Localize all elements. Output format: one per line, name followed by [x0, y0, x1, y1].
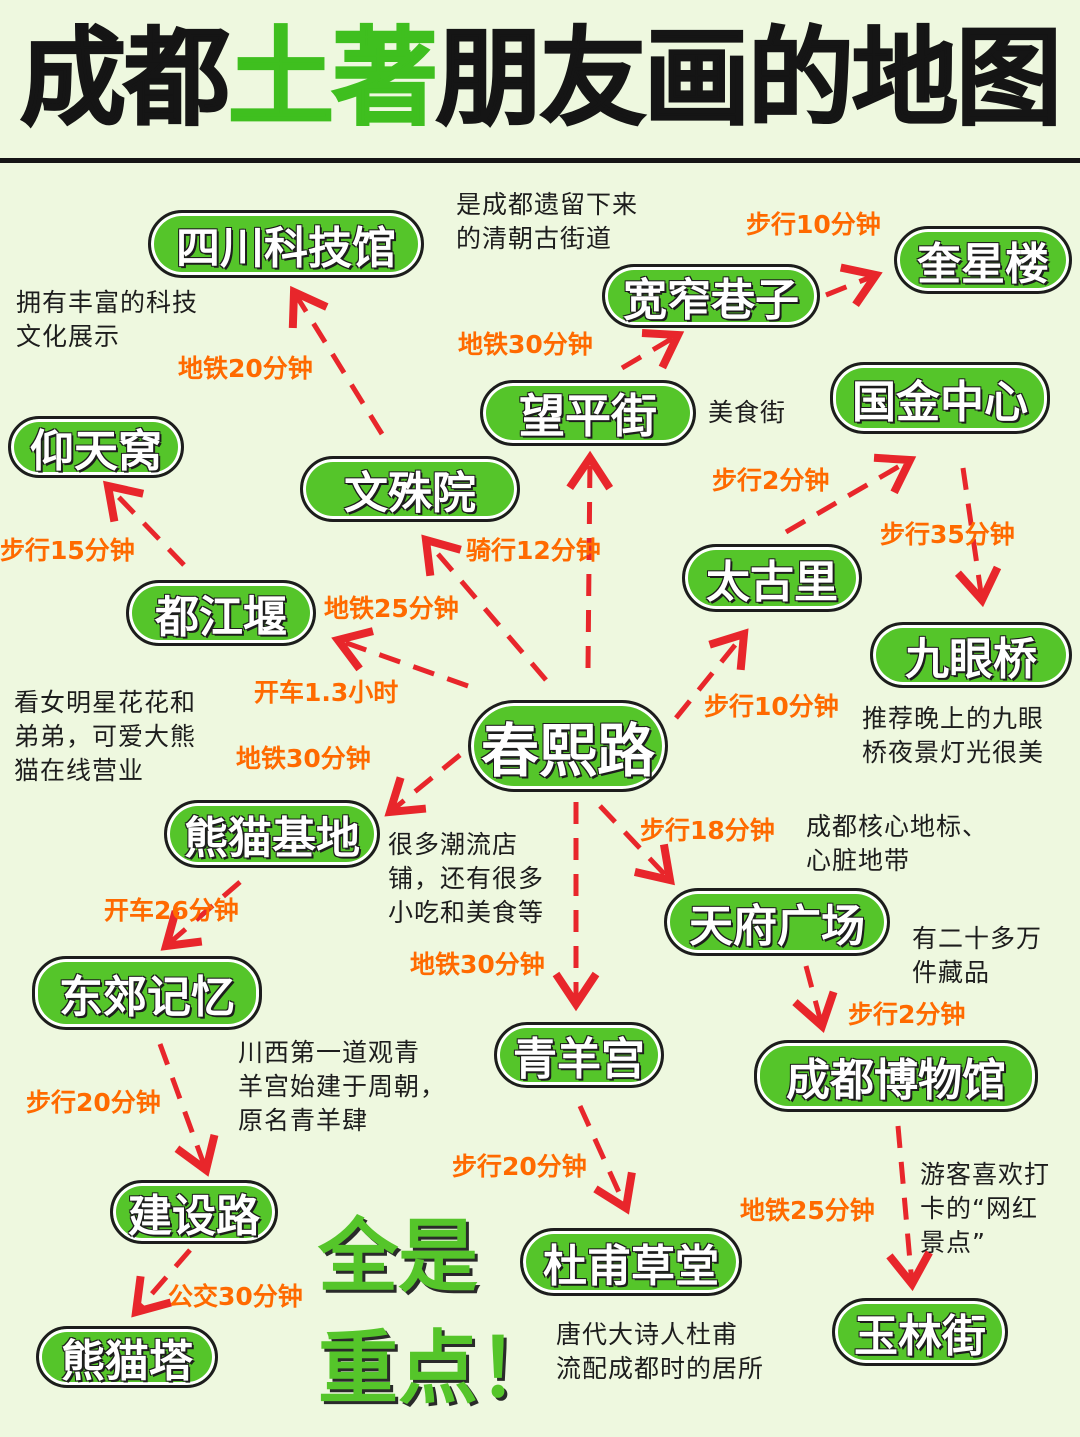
- node-chunxi-road: 春熙路: [468, 700, 668, 792]
- arrow-to-kuixing: [825, 263, 883, 307]
- arrow-to-jianshe: [157, 1043, 219, 1177]
- note-kuanzhai: 是成都遗留下来 的清朝古街道: [456, 190, 639, 253]
- note-wangping: 美食街: [708, 398, 787, 427]
- arrow-to-panda-tower: [131, 1248, 192, 1318]
- node-sichuan-science-museum: 四川科技馆: [148, 210, 424, 278]
- note-qingyang: 川西第一道观青 羊宫始建于周朝， 原名青羊肆: [238, 1038, 447, 1135]
- title-divider: [0, 158, 1080, 163]
- note-panda: 看女明星花花和 弟弟，可爱大熊 猫在线营业: [14, 688, 197, 785]
- node-dujiangyan: 都江堰: [126, 580, 316, 646]
- node-yangtianwo: 仰天窝: [8, 416, 184, 478]
- route-label-to-museum: 步行2分钟: [848, 1000, 966, 1029]
- route-label-to-ifs: 步行2分钟: [712, 466, 830, 495]
- arrow-to-dujiangyan: [331, 627, 469, 689]
- node-wangping-street: 望平街: [480, 380, 696, 446]
- route-label-to-dongjiao: 开车26分钟: [104, 896, 239, 925]
- node-taikoo-li: 太古里: [682, 544, 862, 612]
- route-label-to-tianfu: 步行18分钟: [640, 816, 775, 845]
- note-science: 拥有丰富的科技 文化展示: [16, 288, 199, 351]
- slogan-line1: 全是: [318, 1210, 478, 1303]
- arrow-to-tianfu: [598, 804, 675, 886]
- arrow-to-yangtianwo: [103, 480, 186, 567]
- route-label-to-jianshe: 步行20分钟: [26, 1088, 161, 1117]
- node-kuixing-tower: 奎星楼: [894, 226, 1072, 294]
- arrow-to-dufu: [577, 1104, 636, 1215]
- node-dongjiao-memory: 东郊记忆: [32, 956, 262, 1030]
- route-label-to-yulin: 地铁25分钟: [740, 1196, 875, 1225]
- node-jiuyan-bridge: 九眼桥: [870, 622, 1072, 688]
- route-label-to-panda: 地铁30分钟: [236, 744, 371, 773]
- route-label-to-taikoo: 步行10分钟: [704, 692, 839, 721]
- node-tianfu-square: 天府广场: [664, 888, 890, 956]
- page-title: 成都土著朋友画的地图: [0, 14, 1080, 144]
- route-label-to-wenshu: 骑行12分钟: [466, 536, 601, 565]
- route-label-to-panda-tower: 公交30分钟: [168, 1282, 303, 1311]
- note-tianfu: 成都核心地标、 心脏地带: [806, 812, 989, 875]
- node-ifs: 国金中心: [830, 362, 1050, 434]
- arrow-to-taikoo: [674, 628, 749, 720]
- arrow-to-kuanzhai: [620, 329, 685, 371]
- node-kuanzhai-alley: 宽窄巷子: [602, 264, 820, 328]
- arrow-to-jiuyan: [954, 467, 1002, 608]
- node-dufu-cottage: 杜甫草堂: [520, 1228, 742, 1296]
- route-label-to-kuanzhai: 地铁30分钟: [458, 330, 593, 359]
- route-label-to-kuixing: 步行10分钟: [746, 210, 881, 239]
- note-yulin: 游客喜欢打 卡的“网红 景点”: [920, 1160, 1051, 1257]
- route-label-to-dujiangyan-car: 开车1.3小时: [254, 678, 399, 707]
- arrow-to-museum: [792, 965, 838, 1033]
- arrow-to-ifs: [784, 453, 917, 535]
- route-label-to-dujiangyan-metro: 地铁25分钟: [324, 594, 459, 623]
- note-jiuyan: 推荐晚上的九眼 桥夜景灯光很美: [862, 704, 1045, 767]
- node-panda-base: 熊猫基地: [164, 800, 380, 868]
- title-highlight: 土著: [227, 16, 439, 141]
- route-label-to-science: 地铁20分钟: [178, 354, 313, 383]
- route-label-to-qingyang: 地铁30分钟: [410, 950, 545, 979]
- arrow-to-science: [288, 285, 385, 436]
- route-label-to-jiuyan: 步行35分钟: [880, 520, 1015, 549]
- title-part1: 成都: [19, 16, 231, 141]
- node-qingyang-palace: 青羊宫: [494, 1022, 664, 1088]
- route-label-to-dufu: 步行20分钟: [452, 1152, 587, 1181]
- arrow-to-wenshu: [421, 534, 548, 682]
- arrow-to-dongjiao: [160, 880, 242, 951]
- node-jianshe-road: 建设路: [110, 1180, 278, 1244]
- node-chengdu-museum: 成都博物馆: [754, 1040, 1038, 1112]
- node-wenshu-temple: 文殊院: [300, 456, 520, 522]
- slogan-line2: 重点！: [318, 1322, 558, 1415]
- arrow-to-panda: [384, 753, 462, 817]
- route-label-to-yangtianwo: 步行15分钟: [0, 536, 135, 565]
- node-panda-tower: 熊猫塔: [36, 1326, 218, 1388]
- note-dufu: 唐代大诗人杜甫 流配成都时的居所: [556, 1320, 765, 1383]
- node-yulin-street: 玉林街: [832, 1298, 1008, 1366]
- arrow-to-yulin: [886, 1125, 933, 1292]
- note-chunxi: 很多潮流店 铺，还有很多 小吃和美食等: [388, 830, 545, 927]
- note-museum: 有二十多万 件藏品: [912, 924, 1043, 987]
- title-part2: 朋友画的地图: [435, 16, 1063, 141]
